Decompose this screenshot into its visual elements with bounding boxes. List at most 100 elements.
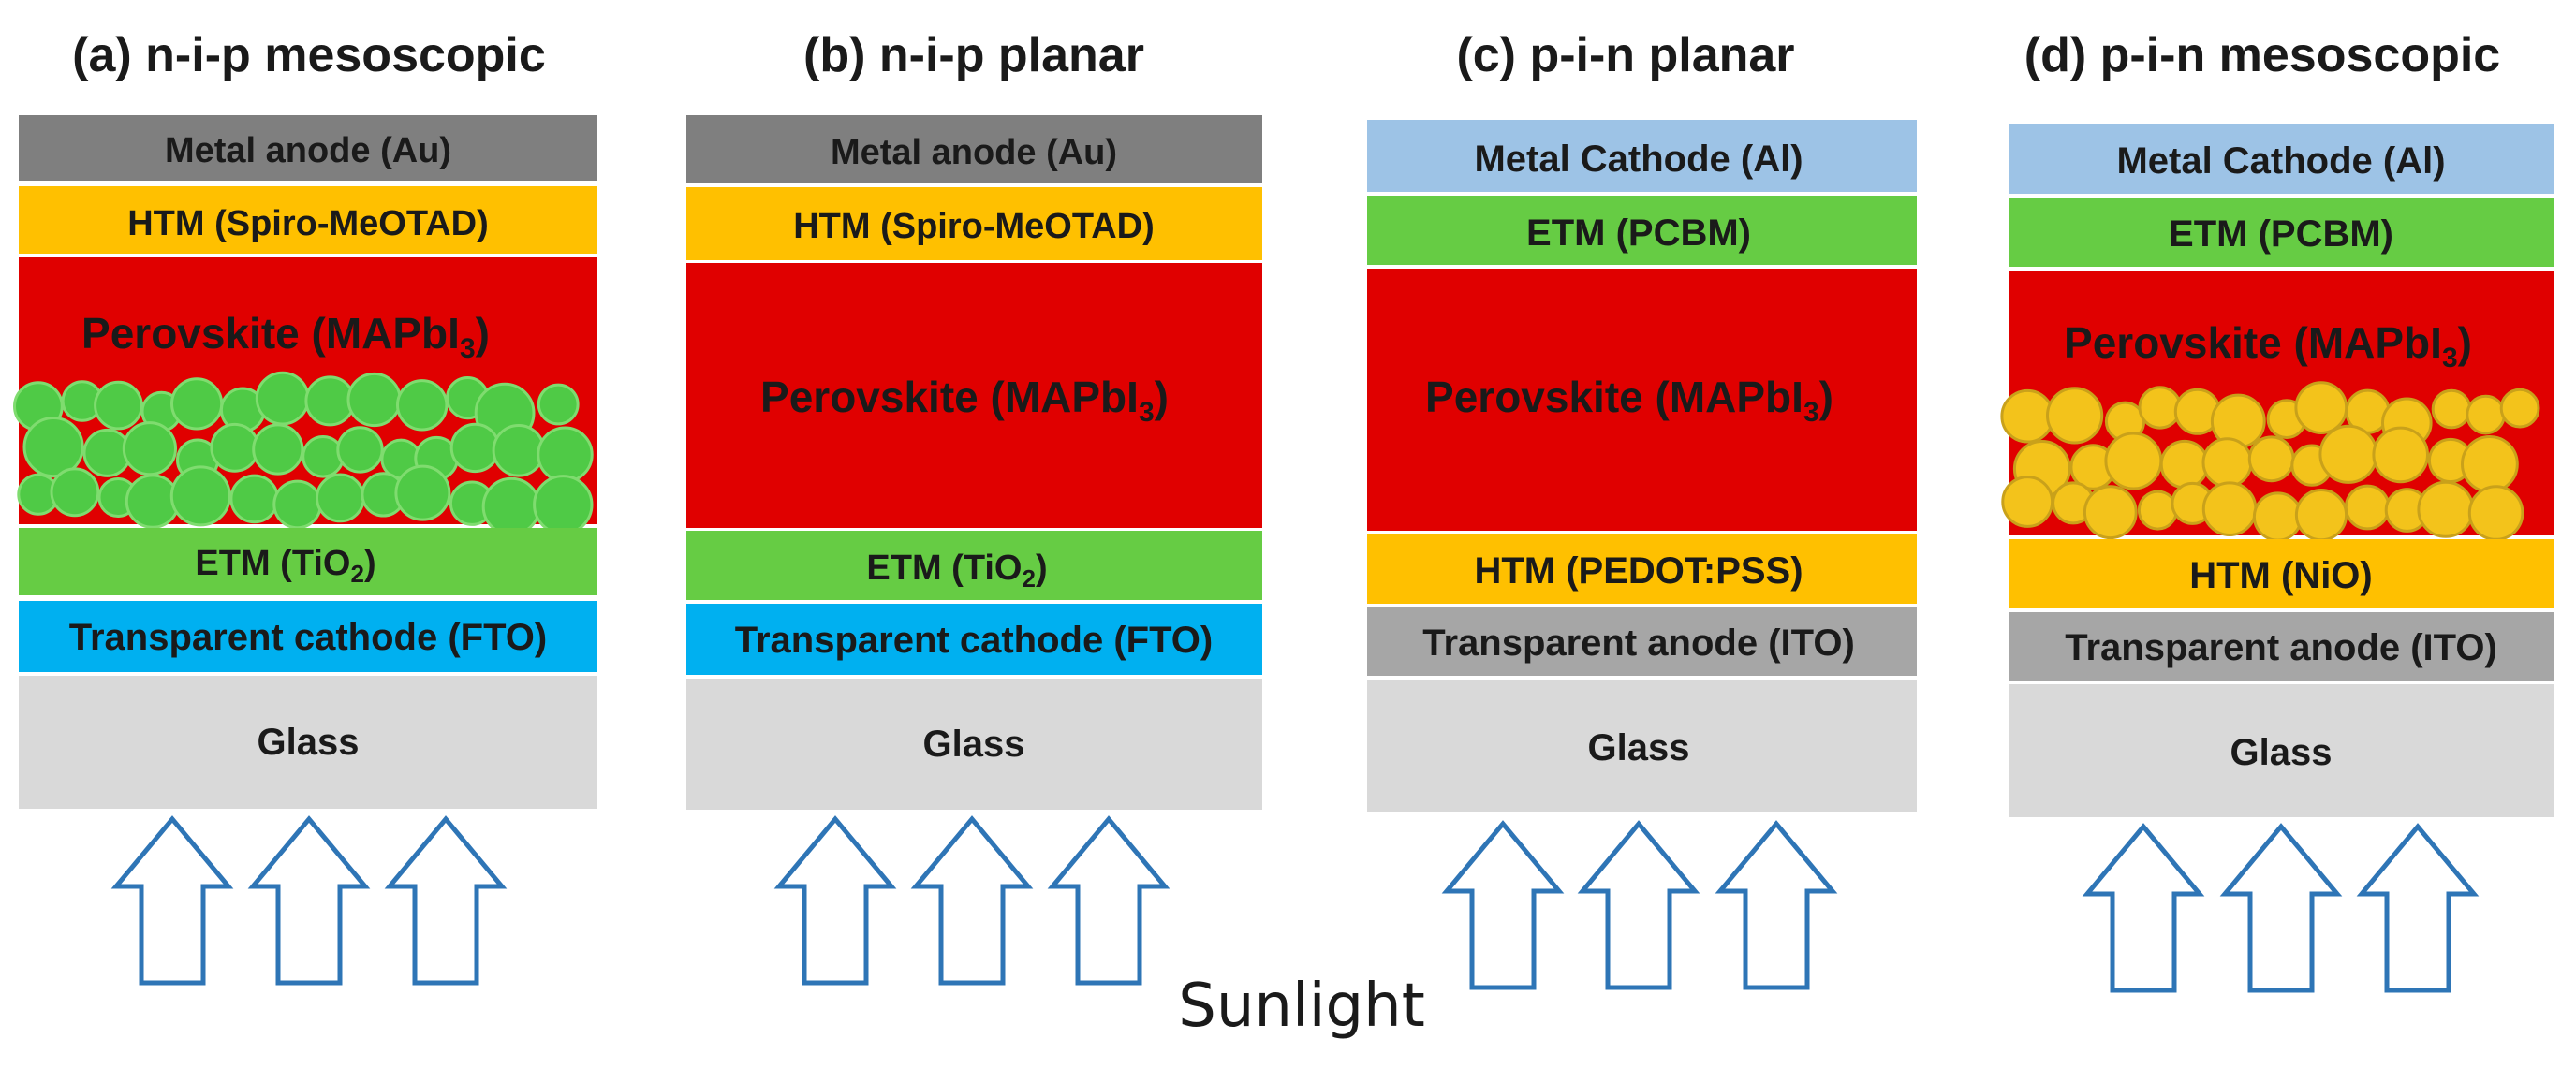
scaffold-particle bbox=[2467, 485, 2524, 541]
layer-label: HTM (PEDOT:PSS) bbox=[1474, 550, 1803, 592]
perovskite-label-subscript: 3 bbox=[1803, 397, 1819, 428]
scaffold-particle bbox=[2046, 387, 2104, 445]
layer-stack: Metal Cathode (Al) ETM (PCBM) Perovskite… bbox=[2000, 124, 2554, 817]
layer-label: Glass bbox=[2230, 732, 2333, 773]
sunlight-arrows bbox=[1441, 820, 1838, 990]
scaffold-particle bbox=[316, 473, 365, 523]
layer-label: HTM (Spiro-MeOTAD) bbox=[127, 204, 489, 243]
layer-htm bbox=[2009, 539, 2554, 608]
panel-c-pin-planar: (c) p-i-n planar Metal Cathode (Al) ETM … bbox=[1367, 28, 1917, 990]
layer-label: Transparent cathode (FTO) bbox=[69, 617, 547, 658]
scaffold-particle bbox=[229, 474, 280, 524]
scaffold-particle bbox=[492, 424, 546, 477]
layer-transparent-cathode bbox=[19, 601, 597, 672]
scaffold-particle bbox=[2252, 491, 2304, 542]
scaffold-particle bbox=[2001, 476, 2054, 528]
layer-label: Metal Cathode (Al) bbox=[2116, 140, 2445, 182]
sunlight-arrow-icon bbox=[2082, 823, 2205, 993]
panel-a-nip-mesoscopic: (a) n-i-p mesoscopic Metal anode (Au) HT… bbox=[13, 28, 597, 986]
layer-label: Glass bbox=[923, 724, 1025, 765]
layer-etm bbox=[19, 528, 597, 595]
sunlight-arrows bbox=[2082, 823, 2480, 993]
layer-metal-anode bbox=[19, 115, 597, 181]
layer-metal-anode bbox=[686, 115, 1262, 183]
layer-label: ETM (TiO2) bbox=[195, 544, 375, 588]
panel-b-nip-planar: (b) n-i-p planar Metal anode (Au) HTM (S… bbox=[686, 28, 1262, 986]
scaffold-particle bbox=[50, 467, 100, 518]
sunlight-arrow-icon bbox=[1715, 820, 1838, 990]
layer-glass bbox=[19, 676, 597, 809]
scaffold-particle bbox=[2461, 435, 2519, 493]
sunlight-label: Sunlight bbox=[1178, 972, 1425, 1041]
sunlight-arrow-icon bbox=[773, 815, 897, 986]
scaffold-particle bbox=[2159, 439, 2210, 490]
perovskite-label-subscript: 3 bbox=[2442, 343, 2458, 373]
scaffold-particle bbox=[2104, 432, 2163, 490]
etm-label-text: ETM (TiO bbox=[866, 549, 1022, 588]
sunlight-arrow-icon bbox=[110, 815, 234, 986]
layer-label: HTM (NiO) bbox=[2189, 555, 2373, 596]
layer-metal-cathode bbox=[2009, 124, 2554, 194]
perovskite-label-suffix: ) bbox=[1155, 373, 1169, 421]
scaffold-particle bbox=[2344, 484, 2391, 531]
layer-stack: Metal Cathode (Al) ETM (PCBM) Perovskite… bbox=[1367, 120, 1917, 812]
panel-d-pin-mesoscopic: (d) p-i-n mesoscopic Metal Cathode (Al) … bbox=[2000, 28, 2554, 993]
sunlight-arrow-icon bbox=[2356, 823, 2480, 993]
layer-label: ETM (TiO2) bbox=[866, 549, 1047, 593]
layer-etm bbox=[686, 531, 1262, 600]
etm-label-subscript: 2 bbox=[1022, 564, 1035, 593]
layer-etm bbox=[1367, 196, 1917, 265]
scaffold-particle bbox=[2372, 426, 2429, 484]
layer-glass bbox=[686, 679, 1262, 810]
scaffold-particle bbox=[2417, 480, 2475, 538]
scaffold-particle bbox=[481, 476, 541, 536]
scaffold-particle bbox=[255, 371, 310, 426]
scaffold-particle bbox=[537, 383, 580, 426]
layer-perovskite bbox=[1367, 269, 1917, 531]
scaffold-particle bbox=[537, 426, 594, 483]
scaffold-particle bbox=[2247, 435, 2295, 483]
layer-label: HTM (Spiro-MeOTAD) bbox=[793, 207, 1155, 246]
scaffold-particle bbox=[533, 475, 594, 535]
panel-title: (b) n-i-p planar bbox=[803, 28, 1144, 82]
etm-label-text: ETM (TiO bbox=[195, 544, 350, 583]
sunlight-arrow-icon bbox=[247, 815, 371, 986]
sunlight-arrow-icon bbox=[1047, 815, 1170, 986]
sunlight-arrow-icon bbox=[910, 815, 1034, 986]
sunlight-arrow-icon bbox=[1441, 820, 1565, 990]
layer-label: ETM (PCBM) bbox=[2169, 213, 2393, 255]
layer-glass bbox=[1367, 680, 1917, 812]
scaffold-particle bbox=[122, 421, 177, 476]
panel-title: (c) p-i-n planar bbox=[1456, 28, 1794, 82]
etm-label-suffix: ) bbox=[364, 544, 376, 583]
scaffold-particle bbox=[2294, 489, 2348, 542]
scaffold-particle bbox=[2499, 388, 2540, 429]
sunlight-arrow-icon bbox=[384, 815, 508, 986]
layer-perovskite bbox=[686, 263, 1262, 528]
scaffold-particle bbox=[302, 435, 345, 478]
perovskite-label-text: Perovskite (MAPbI bbox=[2064, 318, 2442, 367]
layer-glass bbox=[2009, 684, 2554, 817]
scaffold-particle bbox=[170, 377, 224, 431]
scaffold-particle bbox=[2431, 388, 2472, 430]
layer-htm bbox=[1367, 534, 1917, 604]
mesoporous-scaffold-particles bbox=[13, 371, 594, 536]
scaffold-particle bbox=[2138, 386, 2182, 430]
layer-label: Metal anode (Au) bbox=[831, 133, 1117, 172]
layer-htm bbox=[19, 186, 597, 254]
scaffold-particle bbox=[22, 417, 84, 478]
scaffold-particle bbox=[169, 465, 231, 527]
scaffold-particle bbox=[2294, 381, 2348, 435]
layer-label: Perovskite (MAPbI3) bbox=[81, 309, 490, 364]
sunlight-arrow-icon bbox=[2219, 823, 2343, 993]
scaffold-particle bbox=[2318, 424, 2378, 484]
panel-title: (d) p-i-n mesoscopic bbox=[2024, 28, 2500, 82]
perovskite-label-text: Perovskite (MAPbI bbox=[81, 309, 460, 358]
sunlight-arrow-icon bbox=[1577, 820, 1700, 990]
layer-stack: Metal anode (Au) HTM (Spiro-MeOTAD) Pero… bbox=[686, 115, 1262, 810]
layer-label: Glass bbox=[1588, 727, 1690, 768]
layer-transparent-cathode bbox=[686, 604, 1262, 675]
layer-transparent-anode bbox=[2009, 612, 2554, 681]
scaffold-particle bbox=[272, 479, 322, 530]
scaffold-particle bbox=[336, 426, 384, 474]
